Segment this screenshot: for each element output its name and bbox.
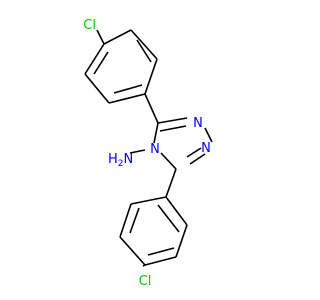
bond (136, 39, 152, 63)
bond (147, 247, 175, 256)
atom-n1: N (193, 116, 203, 131)
bond (113, 84, 143, 94)
bond (96, 29, 105, 45)
bond (84, 73, 110, 104)
bond (129, 207, 140, 234)
atom-nh2-h: H2N (108, 152, 133, 169)
bond (142, 264, 146, 267)
atom-cl-bottom: Cl (139, 274, 152, 289)
atom-n4: N (150, 142, 160, 157)
bond (157, 204, 180, 233)
amino-group: H2N (108, 152, 133, 169)
amino-n: N (124, 152, 134, 167)
bond (160, 152, 177, 170)
bond (144, 256, 177, 266)
bond (119, 203, 132, 238)
bond (103, 29, 132, 45)
molecule-diagram: Cl N N N H2N Cl (83, 18, 213, 289)
bond (165, 168, 177, 198)
bond (159, 125, 187, 132)
bond (130, 29, 158, 60)
bond (189, 153, 206, 165)
bond (119, 236, 146, 266)
amino-subscript: 2 (118, 159, 124, 169)
atom-cl-top: Cl (83, 18, 96, 33)
bond (144, 93, 159, 124)
bond (153, 122, 159, 144)
bond (84, 43, 105, 75)
atom-n2: N (201, 141, 211, 156)
bond (129, 149, 146, 154)
amino-h: H (108, 152, 118, 167)
bond-layer (84, 29, 213, 267)
bond (186, 147, 202, 158)
bond (165, 196, 188, 226)
bond (144, 58, 158, 95)
bond (130, 196, 167, 205)
bond (157, 117, 188, 124)
bond (204, 127, 213, 143)
bond (175, 224, 188, 258)
bond (93, 51, 109, 75)
bond (108, 93, 146, 104)
label-layer: Cl N N N H2N Cl (83, 18, 211, 289)
